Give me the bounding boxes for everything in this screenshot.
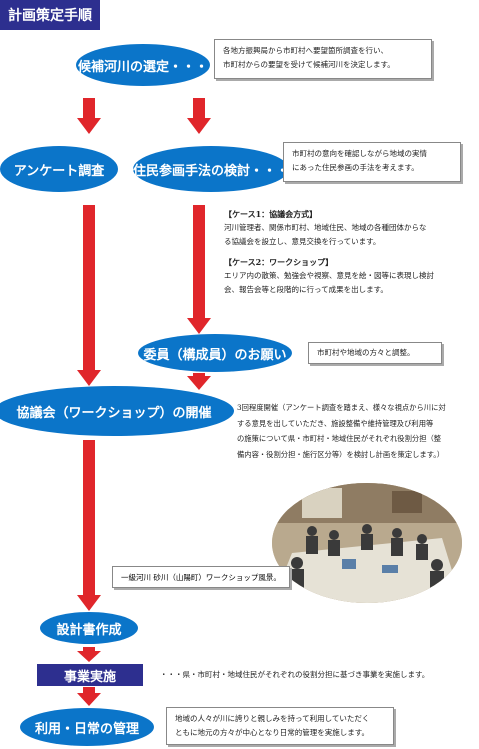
step-council: 協議会（ワークショップ）の開催: [0, 386, 234, 436]
case2-line-1: エリア内の散策、勉強会や視察、意見を絵・図等に表現し検討: [224, 271, 434, 280]
arrow-request-council: [187, 373, 211, 390]
note-select: 各地方振興局から市町村へ要望箇所調査を行い、 市町村からの要望を受けて候補河川を…: [214, 39, 432, 79]
note-method: 市町村の意向を確認しながら地域の実情 にあった住民参画の手法を考えます。: [283, 142, 461, 182]
step-usage: 利用・日常の管理: [20, 708, 154, 746]
note-usage-line-1: 地域の人々が川に誇りと親しみを持って利用していただく: [175, 714, 370, 723]
step-select-rivers: 候補河川の選定・・・: [76, 44, 210, 86]
note-implement: ・・・県・市町村・地域住民がそれぞれの役割分担に基づき事業を実施します。: [160, 670, 430, 679]
cases-block: 【ケース1：協議会方式】 河川管理者、関係市町村、地域住民、地域の各種団体からな…: [224, 207, 474, 297]
photo-caption: 一級河川 砂川（山陽町）ワークショップ風景。: [112, 566, 290, 588]
note-method-line-1: 市町村の意向を確認しながら地域の実情: [292, 149, 427, 158]
note-council-line-3: の施策について県・市町村・地域住民がそれぞれ役割分担（整: [237, 434, 442, 443]
arrow-survey-council: [77, 205, 101, 386]
note-request-text: 市町村や地域の方々と調整。: [317, 348, 415, 357]
arrow-council-design: [77, 440, 101, 611]
note-request: 市町村や地域の方々と調整。: [308, 342, 442, 364]
arrow-select-survey: [77, 98, 101, 134]
note-select-line-2: 市町村からの要望を受けて候補河川を決定します。: [223, 60, 395, 69]
arrow-select-method: [187, 98, 211, 134]
page-title: 計画策定手順: [0, 0, 100, 30]
case1-title: 【ケース1：協議会方式】: [224, 209, 318, 219]
workshop-photo: [272, 483, 462, 603]
workshop-photo-art: [272, 483, 462, 603]
step-request-members: 委員（構成員）のお願い: [138, 334, 292, 372]
step-implement: 事業実施: [37, 664, 143, 686]
arrow-implement-usage: [77, 687, 101, 706]
note-usage: 地域の人々が川に誇りと親しみを持って利用していただく ともに地元の方々が中心とな…: [166, 707, 394, 745]
case1-line-1: 河川管理者、関係市町村、地域住民、地域の各種団体からな: [224, 223, 427, 232]
note-council-line-2: する意見を出していただき、施設整備や維持管理及び利用等: [237, 418, 434, 428]
arrow-design-implement: [77, 647, 101, 662]
note-council-line-4: 備内容・役割分担・施行区分等）を検討し計画を策定します。）: [237, 449, 445, 459]
step-design: 設計書作成: [40, 612, 138, 644]
case2-title: 【ケース2：ワークショップ】: [224, 257, 334, 267]
step-survey: アンケート調査: [0, 146, 118, 192]
case2-line-2: 会、報告会等と段階的に行って成果を出します。: [224, 285, 388, 294]
case1-line-2: る協議会を設立し、意見交換を行っています。: [224, 237, 381, 246]
arrow-method-request: [187, 205, 211, 334]
note-council-line-1: 3回程度開催（アンケート調査を踏まえ、様々な視点から川に対: [237, 403, 446, 412]
note-council: 3回程度開催（アンケート調査を踏まえ、様々な視点から川に対 する意見を出していた…: [237, 400, 475, 462]
note-method-line-2: にあった住民参画の手法を考えます。: [292, 163, 419, 172]
note-select-line-1: 各地方振興局から市町村へ要望箇所調査を行い、: [223, 46, 388, 55]
step-participation-method: 住民参画手法の検討・・・: [133, 146, 289, 192]
note-usage-line-2: ともに地元の方々が中心となり日常的管理を実施します。: [175, 728, 370, 737]
